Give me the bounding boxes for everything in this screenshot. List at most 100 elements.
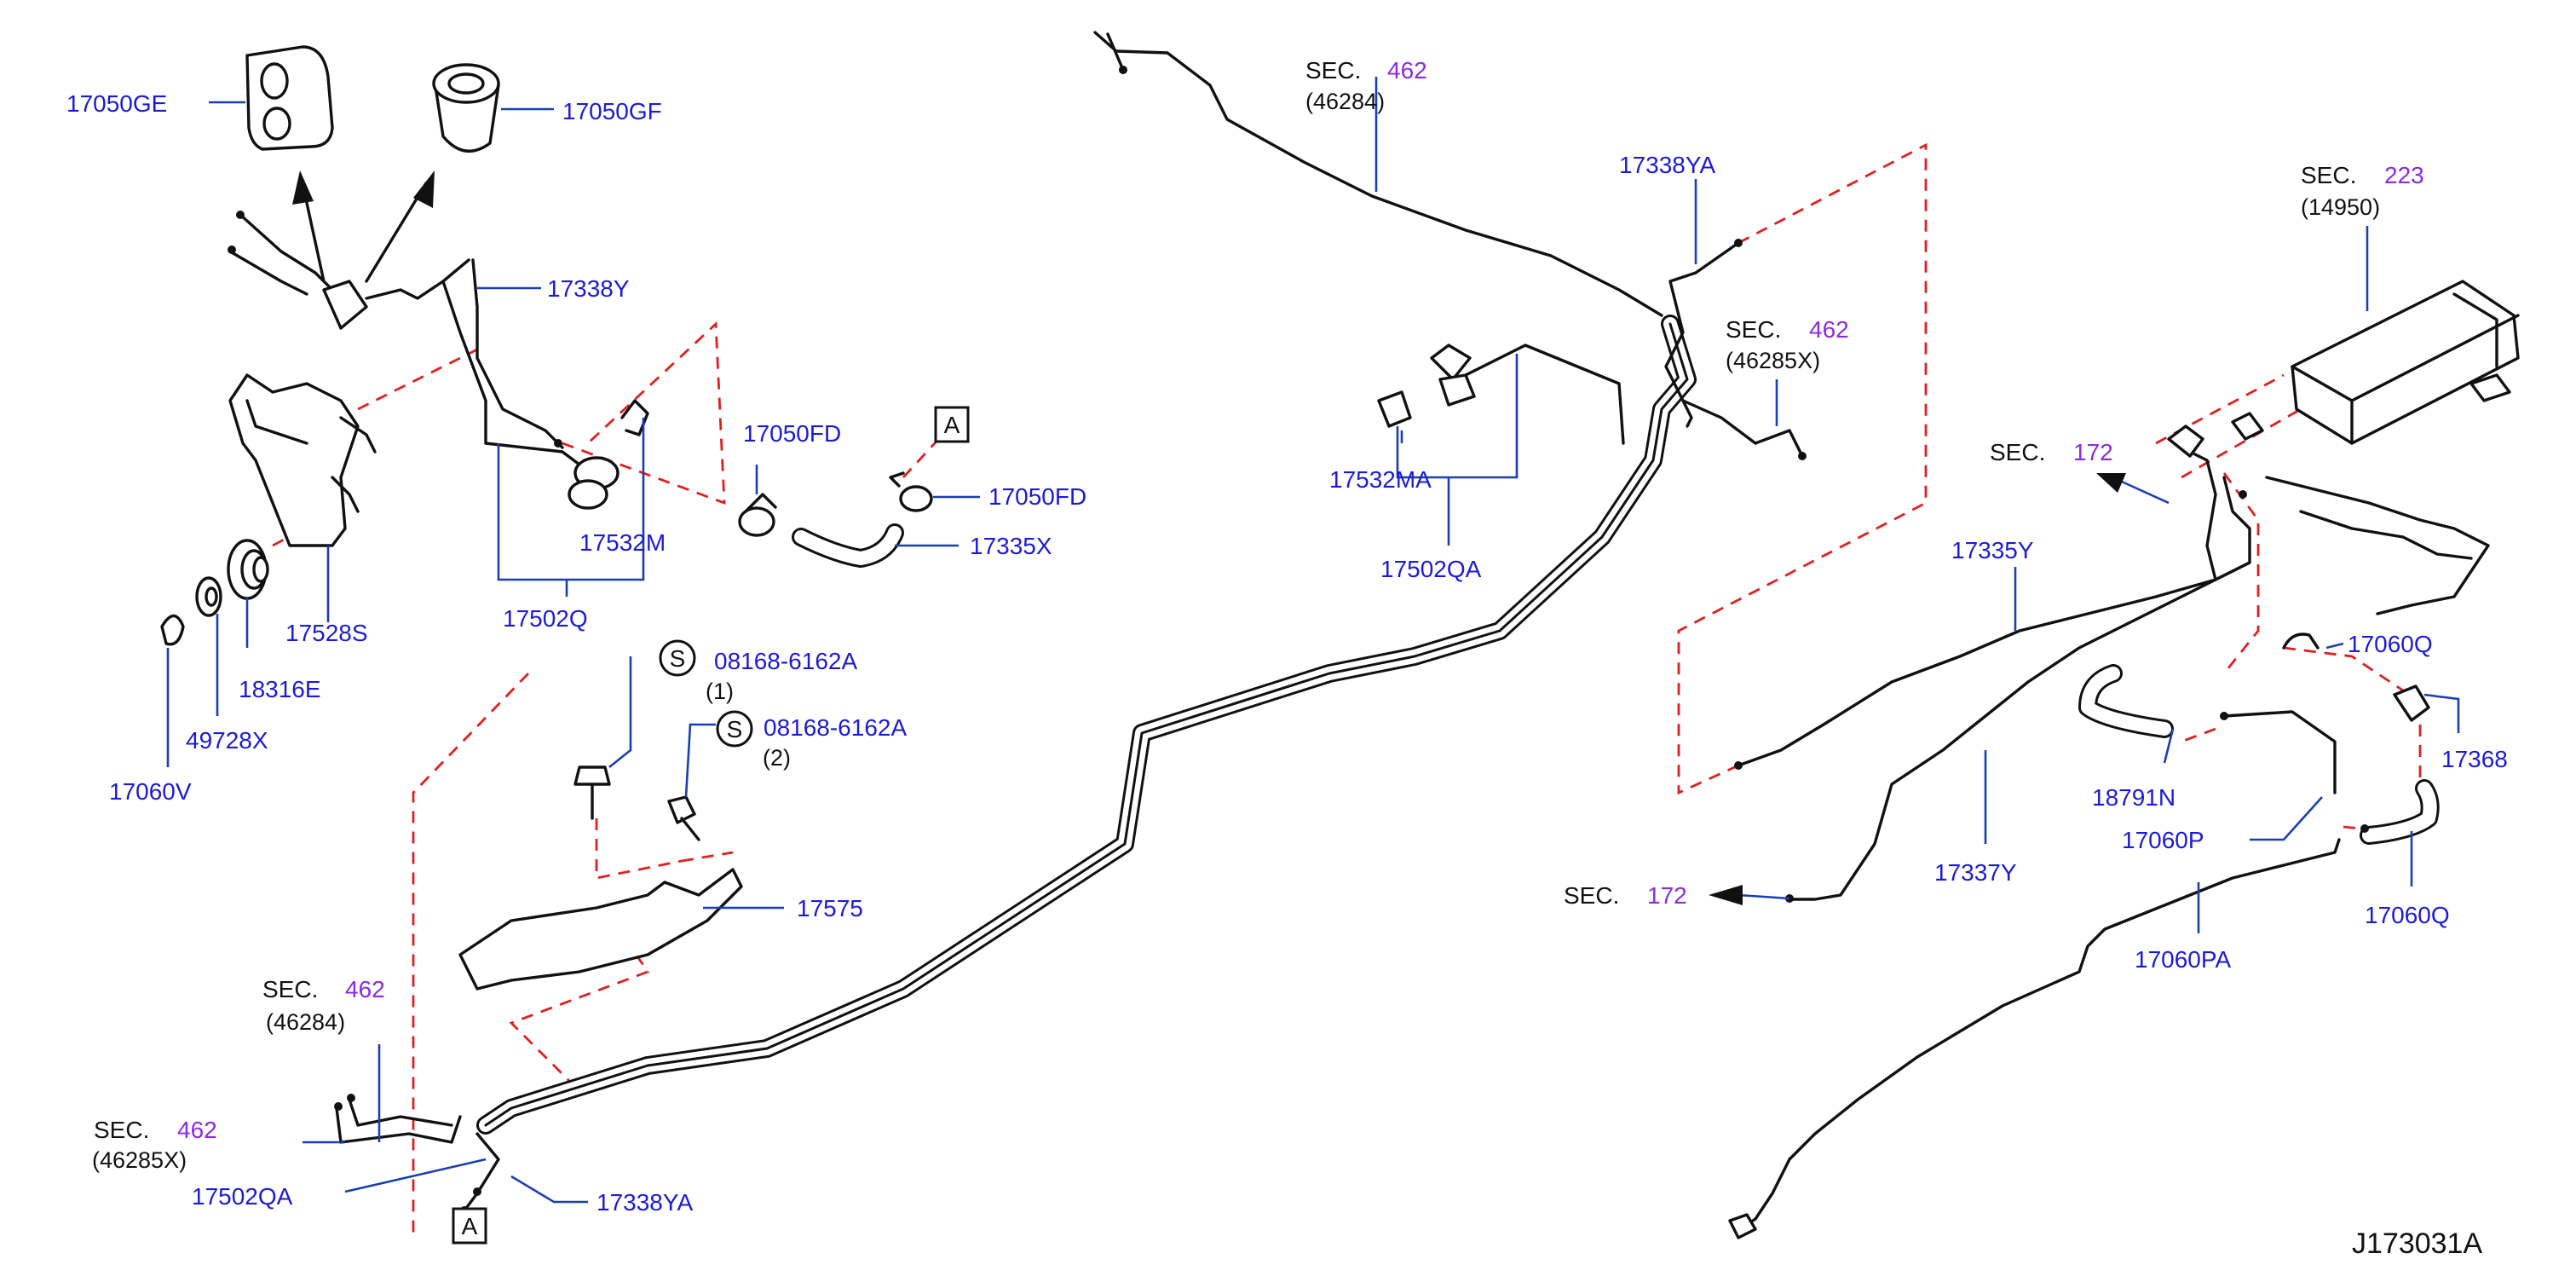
sec-172-upper: SEC. 172 (1990, 439, 2113, 465)
bolt-lower (667, 795, 700, 841)
label-17335Y: 17335Y (1951, 537, 2034, 563)
callout-a-top: A (934, 406, 970, 443)
svg-text:SEC.: SEC. (1726, 316, 1781, 343)
main-fuel-pipes (476, 315, 1697, 1135)
canister-bracket-17528S (228, 373, 377, 547)
bracket-17575 (458, 868, 743, 991)
label-17060Q-lower: 17060Q (2365, 902, 2450, 928)
svg-text:(46285X): (46285X) (1726, 348, 1820, 373)
section-references: SEC. 462 (46284) SEC. 462 (46285X) SEC. … (92, 57, 2424, 1173)
label-08168-6162A-upper: 08168-6162A (714, 648, 857, 674)
label-17060P: 17060P (2122, 827, 2204, 853)
label-17502QA-bottom: 17502QA (192, 1183, 293, 1210)
label-17528S: 17528S (285, 620, 368, 646)
diagram-code: J173031A (2352, 1227, 2482, 1260)
canister-14950 (2291, 280, 2520, 445)
clamp-17050FD-left (738, 493, 777, 537)
label-17338YA-bottom: 17338YA (596, 1189, 693, 1216)
hose-17335X (792, 523, 904, 568)
svg-text:S: S (670, 645, 686, 672)
svg-text:462: 462 (1387, 57, 1427, 84)
pipe-17502QA-bottom (335, 1106, 462, 1144)
washer-49728X (195, 576, 222, 617)
svg-text:SEC.: SEC. (2301, 162, 2356, 188)
label-17502QA-mid: 17502QA (1380, 556, 1482, 582)
part-labels: 17050GE 17050GF 17338Y 17050FD 17050FD 1… (66, 90, 2508, 1216)
mount-bracket (228, 211, 470, 330)
upper-return-pipe (1093, 31, 1663, 317)
label-17060Q-upper: 17060Q (2348, 631, 2433, 657)
svg-text:A: A (462, 1213, 478, 1239)
label-17060V: 17060V (109, 778, 192, 805)
sec-172-lower: SEC. 172 (1564, 882, 1687, 909)
sec-223: SEC. 223 (14950) (2301, 162, 2424, 220)
bolt-symbol-upper: S (659, 639, 696, 677)
insulator-17050GE (245, 45, 334, 151)
svg-text:(46284): (46284) (1305, 89, 1385, 114)
sec-462-bottom-left-1: SEC. 462 (46284) (262, 976, 385, 1035)
clamp-17532MA (1377, 344, 1625, 445)
label-qty-lower: (2) (763, 745, 791, 771)
label-17575: 17575 (797, 895, 863, 921)
sec-462-top: SEC. 462 (46284) (1305, 57, 1427, 114)
bolt-symbol-lower: S (716, 710, 753, 748)
insulator-17050GF (432, 63, 500, 153)
leader-lines (166, 77, 2460, 1204)
pipe-17338Y (441, 258, 598, 479)
hose-18791N (2078, 664, 2174, 738)
bolt-upper (573, 765, 611, 820)
label-17338Y: 17338Y (547, 275, 630, 302)
arrow-sec172-lower (1709, 885, 1790, 905)
label-17335X: 17335X (970, 533, 1052, 559)
svg-text:S: S (727, 716, 743, 742)
grommet-18316E (227, 539, 269, 600)
clip-17060V (160, 614, 185, 646)
valve-17368 (2393, 684, 2430, 722)
svg-text:SEC.: SEC. (1564, 882, 1619, 909)
hose-17060PA (1741, 838, 2341, 1229)
svg-text:(46285X): (46285X) (92, 1147, 187, 1173)
svg-text:223: 223 (2384, 162, 2424, 188)
svg-text:SEC.: SEC. (1990, 439, 2045, 465)
svg-text:SEC.: SEC. (1305, 57, 1361, 84)
svg-text:A: A (944, 412, 960, 438)
clip-17060P (2220, 710, 2337, 794)
label-17532M: 17532M (579, 529, 666, 556)
sec-462-mid: SEC. 462 (46285X) (1726, 316, 1849, 373)
label-17338YA-top: 17338YA (1619, 152, 1715, 178)
callout-a-bottom: A (452, 1207, 487, 1245)
svg-text:SEC.: SEC. (94, 1117, 149, 1143)
arrow-to-insulators (292, 170, 435, 283)
label-49728X: 49728X (186, 727, 268, 754)
label-17050GF: 17050GF (562, 98, 662, 124)
label-17337Y: 17337Y (1934, 859, 2017, 886)
svg-text:462: 462 (177, 1117, 217, 1143)
svg-text:462: 462 (1809, 316, 1849, 343)
label-18316E: 18316E (239, 676, 321, 702)
svg-text:172: 172 (2073, 439, 2113, 465)
clamp-17050FD-right (889, 471, 933, 512)
label-qty-upper: (1) (706, 679, 734, 704)
label-17050FD-top: 17050FD (743, 420, 841, 447)
clip-17060Q-lower (2360, 779, 2440, 845)
clip-17060Q-upper (2282, 632, 2320, 650)
label-18791N: 18791N (2092, 784, 2175, 811)
arrow-sec172-upper (2096, 473, 2170, 505)
hose-end-fitting (1728, 1213, 1757, 1239)
label-17368: 17368 (2441, 746, 2508, 772)
svg-text:SEC.: SEC. (262, 976, 318, 1002)
vent-hoses-right (1734, 412, 2490, 903)
label-17060PA: 17060PA (2135, 946, 2231, 973)
label-17502Q: 17502Q (503, 605, 588, 632)
label-17050GE: 17050GE (66, 90, 167, 117)
clamp-17532M (568, 399, 649, 510)
svg-text:172: 172 (1647, 882, 1687, 909)
sec-462-bottom-left-2: SEC. 462 (46285X) (92, 1117, 217, 1173)
label-08168-6162A-lower: 08168-6162A (764, 714, 907, 741)
svg-text:(14950): (14950) (2301, 194, 2380, 220)
label-17050FD-right: 17050FD (988, 483, 1086, 510)
svg-text:(46284): (46284) (266, 1009, 345, 1035)
svg-text:462: 462 (345, 976, 385, 1002)
vent-pipe-upper (1664, 241, 1740, 428)
